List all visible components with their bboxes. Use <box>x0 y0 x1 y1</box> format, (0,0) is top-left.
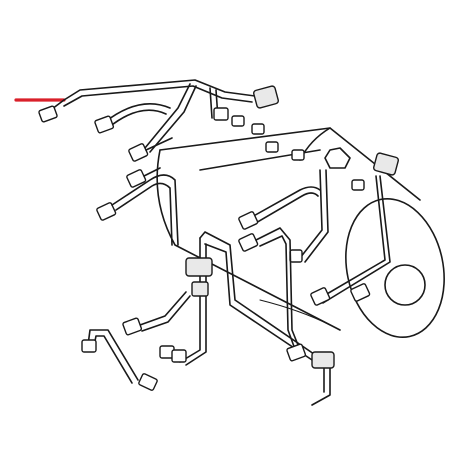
fitting-nut <box>310 287 331 306</box>
fitting-nut <box>128 143 149 162</box>
valve-body <box>253 85 279 109</box>
fitting-nut <box>126 169 147 188</box>
fitting-nut <box>231 115 245 127</box>
fitting-nut <box>286 343 307 362</box>
fitting-nut <box>213 107 229 121</box>
fitting-nut <box>94 115 115 134</box>
fitting-nut <box>251 123 265 135</box>
fitting-nut <box>238 211 259 230</box>
junction-block <box>185 257 213 277</box>
boiler-tank <box>156 127 445 338</box>
top-valves <box>213 85 399 191</box>
left-fittings <box>38 105 179 246</box>
fitting-nut <box>38 105 58 123</box>
central-frame <box>179 231 331 406</box>
fitting-nut <box>122 317 143 336</box>
valve-body <box>373 152 399 176</box>
lower-fittings <box>81 291 335 391</box>
fitting-nut <box>289 249 303 263</box>
elbow-fitting <box>311 351 335 369</box>
fitting-nut <box>265 141 279 153</box>
boiler-end-port <box>384 264 426 306</box>
fitting-nut <box>81 339 97 353</box>
fitting-nut <box>291 149 305 161</box>
fitting-nut <box>350 283 371 302</box>
junction-block <box>191 281 209 297</box>
fitting-nut <box>96 202 117 221</box>
fitting-nut <box>138 373 158 391</box>
right-pipe-run <box>238 169 391 353</box>
fitting-nut <box>351 179 365 191</box>
pressure-valve <box>324 147 351 169</box>
fitting-nut <box>171 349 187 363</box>
fitting-nut <box>238 233 259 252</box>
